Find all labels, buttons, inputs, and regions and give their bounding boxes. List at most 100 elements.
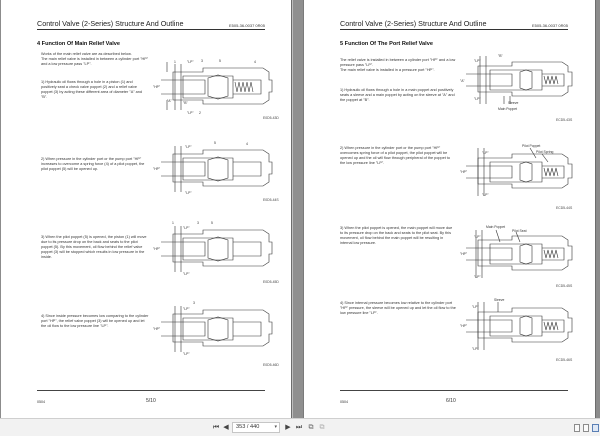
page-5: Control Valve (2-Series) Structure And O… xyxy=(1,0,292,418)
svg-text:"LP": "LP" xyxy=(474,97,481,101)
section-title: 5 Function Of The Port Relief Valve xyxy=(340,41,433,47)
step-4-text: 4) Since internal pressure becomes low r… xyxy=(340,301,456,316)
footer-rule xyxy=(340,390,568,391)
svg-text:"LP": "LP" xyxy=(482,193,489,197)
page-gap xyxy=(292,0,304,418)
svg-text:"LP": "LP" xyxy=(472,347,479,351)
paste-icon[interactable]: ⧉ xyxy=(319,424,325,431)
valve-diagram-3: 1 "LP" 3 5 "HP" "LP" E0D5-45D xyxy=(153,220,283,284)
step-3-text: 3) When the pilot poppet (5) is opened, … xyxy=(41,235,147,260)
footer-rule xyxy=(37,390,265,391)
page-number: 6/10 xyxy=(446,398,456,404)
svg-text:3: 3 xyxy=(193,301,195,305)
valve-diagram-4: 3 "LP" "HP" "LP" E0D5-46D xyxy=(153,300,283,367)
svg-text:"A": "A" xyxy=(460,79,465,83)
svg-text:"LP": "LP" xyxy=(187,60,194,64)
copy-icon[interactable]: ⧉ xyxy=(308,424,314,431)
page-6: Control Valve (2-Series) Structure And O… xyxy=(304,0,596,418)
svg-text:"HP": "HP" xyxy=(153,85,161,89)
svg-text:5: 5 xyxy=(211,221,213,225)
svg-text:"LP": "LP" xyxy=(185,145,192,149)
svg-text:"B": "B" xyxy=(498,54,503,58)
svg-text:Main Poppet: Main Poppet xyxy=(486,225,505,229)
step-3-text: 3) When the pilot poppet is opened, the … xyxy=(340,226,453,246)
svg-text:"HP": "HP" xyxy=(153,247,161,251)
svg-text:"A": "A" xyxy=(167,99,172,103)
prev-page-icon[interactable]: ◀ xyxy=(223,424,229,431)
svg-text:"HP": "HP" xyxy=(153,167,161,171)
figure-code: ECD5-45S xyxy=(556,284,573,288)
footer-code: 0504 xyxy=(37,400,45,404)
header-title: Control Valve (2-Series) Structure And O… xyxy=(340,19,487,28)
figure-code: E0D5-45D xyxy=(263,280,279,284)
svg-text:"LP": "LP" xyxy=(482,151,489,155)
step-2-text: 2) When pressure in the cylinder port or… xyxy=(41,157,145,172)
svg-text:Sleeve: Sleeve xyxy=(508,101,518,105)
footer-code: 0504 xyxy=(340,400,348,404)
intro-text: Works of the main relief valve are as de… xyxy=(41,52,149,67)
intro-text: The relief valve is installed in between… xyxy=(340,58,456,73)
svg-text:"LP": "LP" xyxy=(183,226,190,230)
document-viewer[interactable]: Control Valve (2-Series) Structure And O… xyxy=(0,0,600,418)
svg-text:"LP": "LP" xyxy=(183,352,190,356)
svg-text:2: 2 xyxy=(199,111,201,115)
header-title: Control Valve (2-Series) Structure And O… xyxy=(37,19,184,28)
chevron-down-icon[interactable]: ▾ xyxy=(274,424,277,430)
svg-text:"HP": "HP" xyxy=(153,327,161,331)
svg-text:"LP": "LP" xyxy=(183,307,190,311)
svg-text:"LP": "LP" xyxy=(187,111,194,115)
svg-text:3: 3 xyxy=(197,221,199,225)
page-header: Control Valve (2-Series) Structure And O… xyxy=(340,18,568,30)
step-1-text: 1) Hydraulic oil flows through a hole in… xyxy=(41,80,142,100)
svg-text:1: 1 xyxy=(172,221,174,225)
svg-text:1: 1 xyxy=(174,60,176,64)
viewer-toolbar: ⏮ ◀ 353 / 440 ▾ ▶ ⏭ ⧉ ⧉ xyxy=(0,418,600,436)
svg-text:"LP": "LP" xyxy=(183,272,190,276)
continuous-view-icon[interactable] xyxy=(583,424,589,432)
port-relief-diagram-1: "LP" "B" "A" "LP" Sleeve Main Poppet ECD… xyxy=(460,52,590,122)
single-page-view-icon[interactable] xyxy=(574,424,580,432)
svg-text:"LP": "LP" xyxy=(474,275,481,279)
svg-text:5: 5 xyxy=(219,59,221,63)
figure-code: E0D5-43D xyxy=(263,116,279,120)
port-relief-diagram-2: Pilot Poppet Pilot Spring "LP" "HP" "LP"… xyxy=(460,140,590,210)
valve-diagram-1: 1 "LP" 3 5 4 "HP" "A" "B" "LP" 2 E0D5-43… xyxy=(153,58,283,120)
svg-text:"LP": "LP" xyxy=(472,305,479,309)
svg-text:"HP": "HP" xyxy=(460,252,468,256)
svg-text:"LP": "LP" xyxy=(185,191,192,195)
svg-text:Main Poppet: Main Poppet xyxy=(498,107,517,111)
svg-text:4: 4 xyxy=(254,60,256,64)
svg-text:"LP": "LP" xyxy=(474,59,481,63)
svg-text:"B": "B" xyxy=(183,101,188,105)
figure-code: ECD5-44S xyxy=(556,206,573,210)
step-4-text: 4) Since inside pressure becomes low com… xyxy=(41,314,149,329)
svg-text:"HP": "HP" xyxy=(460,324,468,328)
port-relief-diagram-4: Sleeve "LP" "HP" "LP" ECD5-46S xyxy=(460,296,590,362)
svg-text:3: 3 xyxy=(201,59,203,63)
figure-code: ECD5-43S xyxy=(556,118,573,122)
page-number-input[interactable]: 353 / 440 ▾ xyxy=(232,422,280,433)
figure-code: ECD5-46S xyxy=(556,358,573,362)
svg-text:4: 4 xyxy=(246,142,248,146)
svg-text:Pilot Poppet: Pilot Poppet xyxy=(522,144,540,148)
header-code: E505-36-0037 0R05 xyxy=(228,23,265,28)
svg-text:5: 5 xyxy=(214,141,216,145)
port-relief-diagram-3: Main Poppet Pilot Seat "LP" "HP" "LP" EC… xyxy=(460,222,590,288)
svg-text:"HP": "HP" xyxy=(460,170,468,174)
first-page-icon[interactable]: ⏮ xyxy=(212,424,220,431)
figure-code: E0D5-44S xyxy=(263,198,279,202)
two-page-view-icon[interactable] xyxy=(592,424,599,432)
next-page-icon[interactable]: ▶ xyxy=(285,424,291,431)
figure-code: E0D5-46D xyxy=(263,363,279,367)
svg-text:Pilot Spring: Pilot Spring xyxy=(536,150,553,154)
page-number: 5/10 xyxy=(146,398,156,404)
step-2-text: 2) When pressure in the cylinder port or… xyxy=(340,146,450,166)
valve-diagram-2: "LP" 5 4 "HP" "LP" E0D5-44S xyxy=(153,140,283,202)
last-page-icon[interactable]: ⏭ xyxy=(295,424,303,431)
page-header: Control Valve (2-Series) Structure And O… xyxy=(37,18,265,30)
header-code: E505-36-0037 0R05 xyxy=(531,23,568,28)
page-indicator: 353 / 440 xyxy=(236,424,260,430)
svg-text:Sleeve: Sleeve xyxy=(494,298,504,302)
svg-text:"LP": "LP" xyxy=(474,235,481,239)
svg-text:Pilot Seat: Pilot Seat xyxy=(512,229,527,233)
